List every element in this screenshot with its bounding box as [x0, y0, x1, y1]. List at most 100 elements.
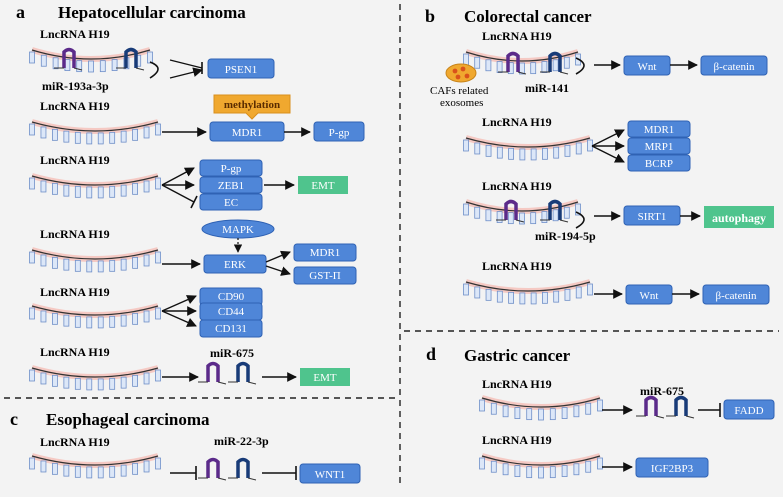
rna-label-b2: LncRNA H19 — [482, 115, 552, 129]
box-erk-label: ERK — [224, 259, 246, 271]
box-cd131 — [199, 319, 263, 338]
mirna-b1-right — [540, 51, 569, 75]
box-psen1 — [207, 58, 275, 79]
rna-label-c: LncRNA H19 — [40, 435, 110, 449]
box-wnt-b2-label: Wnt — [640, 290, 659, 302]
mir194-label: miR-194-5p — [535, 229, 596, 243]
mirna-b1-left — [498, 51, 527, 75]
rna-label-a3: LncRNA H19 — [40, 153, 110, 167]
rna-strand-a4 — [29, 247, 161, 273]
arrow-a5a — [161, 295, 197, 312]
mirna-hairpins — [54, 47, 695, 481]
rna-strand-a2 — [29, 119, 161, 145]
box-wnt-b1-label: Wnt — [638, 61, 657, 73]
rna-label-b3: LncRNA H19 — [482, 179, 552, 193]
rna-strand-b1 — [463, 49, 581, 75]
rna-strand-d2 — [479, 453, 603, 479]
arrow-b2c — [591, 145, 625, 163]
box-wnt1 — [299, 463, 361, 484]
box-gst — [293, 266, 357, 285]
box-pgp2 — [199, 159, 263, 177]
box-pgp-label: P-gp — [329, 127, 350, 139]
cafs-label-1: CAFs related — [430, 85, 489, 97]
inhibit-bar-a3c — [190, 195, 198, 209]
arrow-a4b — [265, 250, 291, 263]
mapk-label: MAPK — [222, 224, 254, 236]
rna-strand-b3 — [463, 199, 581, 225]
box-mdr1-label: MDR1 — [232, 127, 263, 139]
panel-title-a: Hepatocellular carcinoma — [58, 3, 246, 22]
rna-label-a5: LncRNA H19 — [40, 285, 110, 299]
mirna-d1-right — [666, 395, 695, 419]
mirna-a6-left — [198, 361, 227, 385]
exosome-dot-3 — [464, 73, 470, 79]
rna-strand-c — [29, 453, 161, 479]
arrow-b2a — [591, 129, 625, 147]
box-wnt1-label: WNT1 — [315, 469, 346, 481]
box-cd131-label: CD131 — [215, 323, 247, 335]
rna-label-b1: LncRNA H19 — [482, 29, 552, 43]
box-emt2 — [300, 368, 350, 386]
rna-strand-a6 — [29, 365, 161, 391]
mirna-c-right — [228, 457, 257, 481]
box-mdr1b — [293, 243, 357, 262]
exosome-dot-1 — [452, 68, 458, 74]
methylation-label: methylation — [224, 99, 280, 111]
mir141-label: miR-141 — [525, 81, 569, 95]
box-mdr1c — [627, 120, 691, 138]
mirna-c-left — [198, 457, 227, 481]
rna-label-a1: LncRNA H19 — [40, 27, 110, 41]
box-igf2bp3-label: IGF2BP3 — [651, 463, 694, 475]
box-bcat2 — [702, 284, 770, 305]
box-zeb1-label: ZEB1 — [218, 180, 244, 192]
mir675-label-a: miR-675 — [210, 346, 254, 360]
box-gst-label: GST-Π — [309, 270, 340, 282]
mir193-label: miR-193a-3p — [42, 79, 109, 93]
exosome-dot-2 — [460, 66, 466, 72]
box-bcat1 — [700, 55, 768, 76]
panel-letter-c: c — [10, 409, 18, 429]
mirna-a1-left — [54, 47, 83, 71]
inhibit-bracket-b3 — [575, 211, 585, 229]
box-igf2bp3 — [635, 457, 709, 478]
panel-letter-d: d — [426, 344, 436, 364]
box-erk — [203, 254, 267, 274]
arrow-a5c — [161, 310, 197, 327]
methylation-tag — [213, 94, 291, 120]
mir675-label-d: miR-675 — [640, 384, 684, 398]
box-emt2-label: EMT — [313, 372, 337, 384]
mirna-a6-right — [228, 361, 257, 385]
mirna-a1-right — [116, 47, 145, 71]
box-autophagy — [704, 206, 774, 228]
box-pgp2-label: P-gp — [221, 163, 242, 175]
rna-strand-a5 — [29, 303, 161, 329]
panel-title-d: Gastric cancer — [464, 346, 571, 365]
mir22-label: miR-22-3p — [214, 434, 269, 448]
cafs-exosome — [445, 63, 477, 83]
inhibit-a3c — [161, 184, 195, 203]
rna-label-a6: LncRNA H19 — [40, 345, 110, 359]
mirna-d1-left — [636, 395, 665, 419]
arrow-a1b — [169, 67, 203, 79]
rna-label-d1: LncRNA H19 — [482, 377, 552, 391]
rna-strand-a3 — [29, 173, 161, 199]
box-mdr1c-label: MDR1 — [644, 124, 675, 136]
mirna-b3-left — [496, 199, 525, 223]
rna-strand-b4 — [463, 279, 593, 305]
box-fadd — [723, 399, 775, 420]
box-zeb1 — [199, 176, 263, 194]
rna-strand-b2 — [463, 135, 593, 161]
cafs-label-2: exosomes — [440, 97, 483, 109]
rna-strand-d1 — [479, 395, 603, 421]
inhibit-bracket-a1 — [149, 61, 159, 79]
rna-label-d2: LncRNA H19 — [482, 433, 552, 447]
panel-letter-a: a — [16, 2, 25, 22]
mirna-b3-right — [540, 199, 569, 223]
panel-title-c: Esophageal carcinoma — [46, 410, 210, 429]
box-emt1-label: EMT — [311, 180, 335, 192]
box-sirt1-label: SIRT1 — [638, 211, 667, 223]
box-bcrp — [627, 154, 691, 172]
rna-label-b4: LncRNA H19 — [482, 259, 552, 273]
box-mrp1-label: MRP1 — [645, 141, 674, 153]
